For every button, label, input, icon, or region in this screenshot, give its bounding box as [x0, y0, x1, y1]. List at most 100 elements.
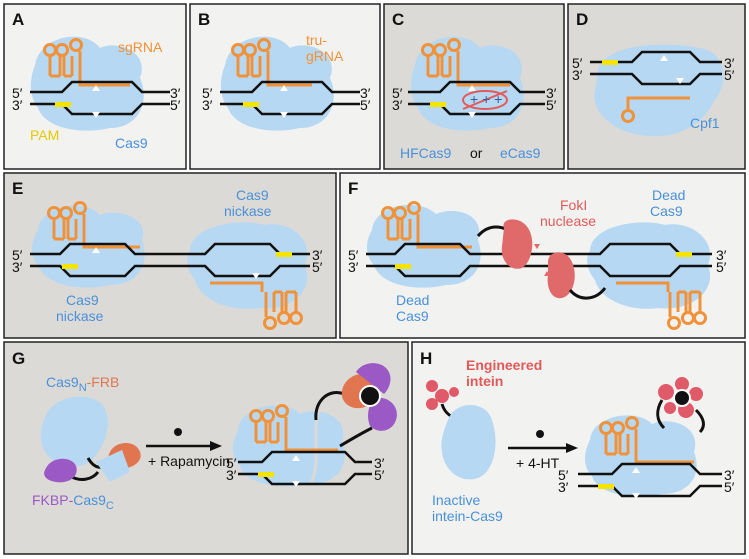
pam-marker-left	[395, 264, 411, 269]
charge-ring	[462, 90, 508, 110]
foki-domain-bottom	[547, 252, 575, 299]
excised-intein-bead	[658, 384, 674, 400]
cut-site-top	[292, 455, 300, 461]
strand-label: 5′	[360, 97, 371, 113]
panel-h: H Engineered intein Inactive intein-Cas9…	[411, 341, 746, 555]
intein-bead	[426, 398, 438, 410]
rapamycin-molecule	[174, 428, 182, 436]
strand-label: 3′	[392, 97, 403, 113]
frb-suffix: -FRB	[87, 374, 120, 390]
cas9n-prefix: Cas9	[46, 374, 79, 390]
cut-site-bottom	[676, 78, 684, 84]
excised-intein-linker-left	[656, 399, 666, 430]
cas9c-subscript: C	[106, 500, 114, 512]
engineered-label-line2: intein	[466, 373, 503, 389]
strand-label: 5′	[374, 467, 385, 483]
fkbp-domain-bound-side	[368, 397, 397, 431]
panel-g: G Cas9N-FRB FKBP-Cas9C + Rapamycin 5′ 3′…	[3, 341, 409, 555]
panel-letter-f: F	[348, 179, 358, 198]
cas9n-fragment	[40, 396, 108, 467]
crrna-guide	[626, 96, 690, 110]
cut-site-bottom	[280, 112, 288, 118]
intein-bead	[449, 387, 459, 397]
cpf1-protein	[594, 44, 724, 137]
nickase-top-line2: nickase	[224, 203, 272, 219]
strand-label: 5′	[724, 67, 735, 83]
dna-top-strand	[590, 50, 722, 64]
pam-label: PAM	[30, 127, 59, 143]
sgrna-guide	[634, 454, 694, 464]
dna-top-strand	[366, 242, 712, 256]
frb-linker-bound	[314, 391, 345, 421]
pam-marker	[598, 484, 614, 489]
strand-label: 5′	[348, 247, 359, 263]
nick-site-bottom	[252, 273, 260, 279]
pam-marker-left	[62, 264, 78, 269]
panel-b: B 5′ 3′ 3′ 5′ tru- gRNA	[189, 3, 381, 170]
inactive-intein-cas9	[441, 405, 496, 480]
dead-cas9-bottom-line1: Dead	[396, 292, 429, 308]
cas9n-frb-label: Cas9N-FRB	[46, 374, 119, 394]
hfcas9-label: HFCas9	[400, 145, 452, 161]
cut-site-top	[92, 85, 100, 91]
strand-label: 3′	[12, 97, 23, 113]
foki-label-line1: FokI	[560, 197, 587, 213]
strand-label: 5′	[716, 259, 727, 275]
pam-marker-right	[676, 252, 692, 257]
4ht-molecule	[536, 430, 544, 438]
strand-label: 3′	[374, 455, 385, 471]
engineered-label-line1: Engineered	[466, 357, 542, 373]
cut-site-bottom	[92, 112, 100, 118]
cas9c-fragment	[96, 450, 130, 482]
strand-label: 3′	[558, 479, 569, 495]
excised-intein-bead	[664, 402, 676, 414]
reaction-arrow-head-h	[566, 443, 578, 453]
cut-site-top	[632, 467, 640, 473]
fkbp-linker-bound	[339, 426, 373, 448]
cut-site-bottom	[632, 493, 640, 499]
dead-cas9-top-line1: Dead	[652, 187, 685, 203]
cut-site-bottom	[468, 112, 476, 118]
pam-marker	[55, 102, 71, 107]
sgrna-guide-left	[82, 239, 140, 249]
pam-marker	[258, 472, 274, 477]
dna-bottom-strand	[590, 72, 722, 86]
panel-e: E 5′ 3′ 3′ 5′ Cas9 nickase Cas9 nickase	[3, 172, 337, 339]
nickase-bottom-line1: Cas9	[66, 292, 99, 308]
strand-label: 3′	[202, 97, 213, 113]
panel-letter-e: E	[12, 179, 23, 198]
strand-label: 3′	[724, 55, 735, 71]
cleavage-site-top	[534, 244, 540, 249]
strand-label: 3′	[716, 247, 727, 263]
strand-label: 5′	[12, 247, 23, 263]
fkbp-cas9c-label: FKBP-Cas9C	[32, 492, 114, 512]
excised-intein-bead	[675, 377, 689, 391]
cpf1-label: Cpf1	[690, 115, 720, 131]
cut-site-top	[660, 55, 668, 61]
strand-label: 3′	[226, 467, 237, 483]
cut-site-bottom	[292, 481, 300, 487]
panel-a: A 5′ 3′ 3′ 5′ sgRNA PAM Cas9	[3, 3, 187, 170]
4ht-bound	[673, 389, 691, 407]
excised-intein-bead	[689, 387, 703, 401]
panel-c: C + + + 5′ 3′ 3′ 5′ HFCas9 or eCas9	[383, 3, 565, 170]
4ht-label: + 4-HT	[516, 455, 560, 471]
ecas9-label: eCas9	[500, 145, 541, 161]
cas9n-subscript: N	[79, 382, 87, 394]
pam-marker	[243, 102, 259, 107]
sgrna-guide-left	[416, 239, 472, 249]
strand-label: 3′	[546, 85, 557, 101]
trugrna-label-line1: tru-	[306, 32, 327, 48]
cleavage-site-bottom	[544, 271, 550, 276]
pam-marker-right	[276, 252, 292, 257]
sgrna-guide-right	[210, 281, 264, 292]
dna-bottom-strand	[366, 264, 712, 278]
foki-label-line2: nuclease	[540, 213, 596, 229]
nickase-bottom-line2: nickase	[56, 308, 104, 324]
fkbp-domain-bound-top	[356, 363, 391, 394]
strand-label: 5′	[546, 97, 557, 113]
dna-top-strand	[220, 80, 360, 94]
dna-bottom-strand	[30, 264, 310, 278]
panel-letter-h: H	[420, 349, 432, 368]
sgrna-guide	[78, 76, 130, 87]
